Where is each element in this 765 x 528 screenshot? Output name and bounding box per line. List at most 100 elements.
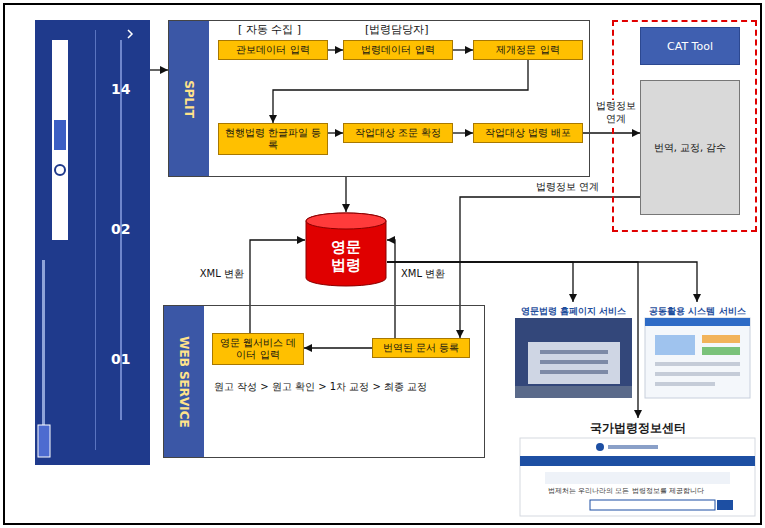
search-button: [717, 500, 733, 510]
node-text: 영문법령 홈페이지 서비스: [521, 305, 626, 318]
connector-arrow: [345, 177, 346, 212]
node-text: 영문 법령: [324, 239, 368, 274]
window-row: [540, 350, 608, 354]
search-box: [590, 500, 715, 510]
process-box: 법령데이터 입력: [343, 40, 453, 60]
node-text: 원고 작성 > 원고 확인 > 1차 교정 > 최종 교정: [214, 380, 427, 394]
node-text: 영문 웹서비스 데이터 입력: [216, 337, 300, 361]
screen-line: [655, 382, 715, 386]
web-service-group: WEB SERVICE 원고 작성 > 원고 확인 > 1차 교정 > 최종 교정…: [163, 305, 485, 458]
tab-button: [38, 425, 50, 457]
connector-arrow: [453, 49, 473, 50]
edge-label: XML 변환: [400, 268, 446, 281]
edge-label: 법령정보 연계: [592, 100, 640, 125]
logo-mark: [596, 443, 604, 451]
node-text: 법령데이터 입력: [361, 44, 434, 56]
connector-arrow: [387, 262, 573, 302]
split-band: [169, 21, 209, 176]
homepage-screenshot: [515, 318, 632, 398]
split-group: SPLIT 관보데이터 입력 법령데이터 입력 제개정문 입력현행법령 한글파일 등록…: [168, 20, 590, 177]
connector-arrow: [150, 69, 168, 70]
panel-ground: [35, 20, 150, 465]
process-box: 영문 웹서비스 데이터 입력: [212, 333, 304, 365]
edge-label: 법령정보 연계: [535, 181, 600, 194]
node-text: 14: [111, 81, 130, 97]
note-label: 법제처는 우리나라의 모든 법령정보를 제공합니다: [548, 486, 704, 496]
search-icon: [55, 165, 65, 175]
building: [528, 342, 620, 384]
text-holder: CAT Tool: [640, 27, 740, 65]
cat-tool-region: CAT Tool 번역, 교정, 감수: [612, 20, 757, 232]
node-text: CAT Tool: [667, 40, 713, 53]
text-holder: WEB SERVICE: [164, 306, 204, 457]
service-screenshot: 영문법령 홈페이지 서비스: [515, 302, 632, 398]
website-screenshot: [35, 20, 150, 465]
search-button: [54, 120, 66, 150]
divider-line: [95, 30, 96, 450]
node-text: 관보데이터 입력: [236, 44, 309, 56]
edge-label: XML 변환: [199, 268, 245, 281]
database-cylinder: 영문 법령: [305, 212, 387, 287]
website-panel: 14 02 01: [35, 20, 150, 465]
connector-arrow: [304, 347, 372, 348]
connector-arrow: [453, 132, 473, 133]
cylinder-body: [306, 213, 386, 286]
screen-block: [702, 335, 740, 343]
screen-line: [655, 362, 740, 366]
screen-ground: [645, 318, 750, 398]
window-row: [540, 370, 608, 374]
screen-ground: [520, 438, 755, 516]
screen-line: [655, 372, 740, 376]
connector-arrow: [387, 240, 395, 338]
node-text: 공동활용 시스템 서비스: [649, 305, 745, 318]
note-label: [ 자동 수집 ]: [238, 22, 301, 37]
node-text: SPLIT: [182, 80, 196, 118]
text-holder: 국가법령정보센터: [521, 419, 754, 437]
text-holder: SPLIT: [169, 21, 209, 176]
connector-arrow: [328, 49, 343, 50]
service-screenshot: 국가법령정보센터: [520, 418, 755, 516]
node-text: 현행법령 한글파일 등록: [222, 127, 324, 151]
note-label: [법령담당자]: [365, 22, 429, 37]
node-text: 작업대상 조문 확정: [355, 127, 441, 139]
window-row: [540, 360, 608, 364]
text-holder: 영문법령 홈페이지 서비스: [516, 304, 631, 318]
node-text: 01: [111, 351, 130, 367]
service-screenshot: 공동활용 시스템 서비스: [645, 302, 750, 398]
process-box: 제개정문 입력: [473, 40, 583, 60]
text-holder: 원고 작성 > 원고 확인 > 1차 교정 > 최종 교정: [214, 379, 476, 395]
process-box: 번역된 문서 등록: [372, 338, 470, 358]
chevron-icon: [128, 30, 132, 38]
process-box: 관보데이터 입력: [218, 40, 328, 60]
screen-block: [655, 335, 695, 355]
shared-system-screenshot: [645, 318, 750, 398]
node-text: WEB SERVICE: [177, 336, 191, 428]
web-service-band: [164, 306, 204, 457]
node-text: 제개정문 입력: [496, 44, 559, 56]
process-box: 작업대상 조문 확정: [343, 123, 453, 143]
text-holder: 공동활용 시스템 서비스: [646, 304, 749, 318]
screen-header: [645, 318, 750, 326]
logo-text: [608, 445, 658, 449]
cylinder-top: [306, 213, 386, 229]
law-center-screenshot: [520, 438, 755, 516]
process-box: 작업대상 법령 배포: [473, 123, 583, 143]
screen-ground: [515, 318, 632, 398]
search-bar: [52, 40, 68, 240]
outer-frame: [4, 4, 761, 524]
screen-footer: [515, 386, 632, 398]
connector-arrow: [273, 60, 528, 123]
node-text: 02: [111, 221, 130, 237]
connector-arrow: [387, 262, 697, 302]
text-stripe: [42, 260, 45, 430]
process-box: 현행법령 한글파일 등록: [218, 123, 328, 155]
screen-block: [702, 347, 740, 355]
text-holder: 02: [111, 221, 130, 237]
node-text: 작업대상 법령 배포: [485, 127, 571, 139]
node-text: 국가법령정보센터: [590, 420, 686, 437]
banner-band: [545, 472, 730, 484]
text-holder: 01: [111, 351, 130, 367]
node-text: 번역, 교정, 감수: [654, 141, 727, 155]
node-text: 번역된 문서 등록: [383, 342, 459, 354]
connector-arrow: [250, 240, 305, 333]
